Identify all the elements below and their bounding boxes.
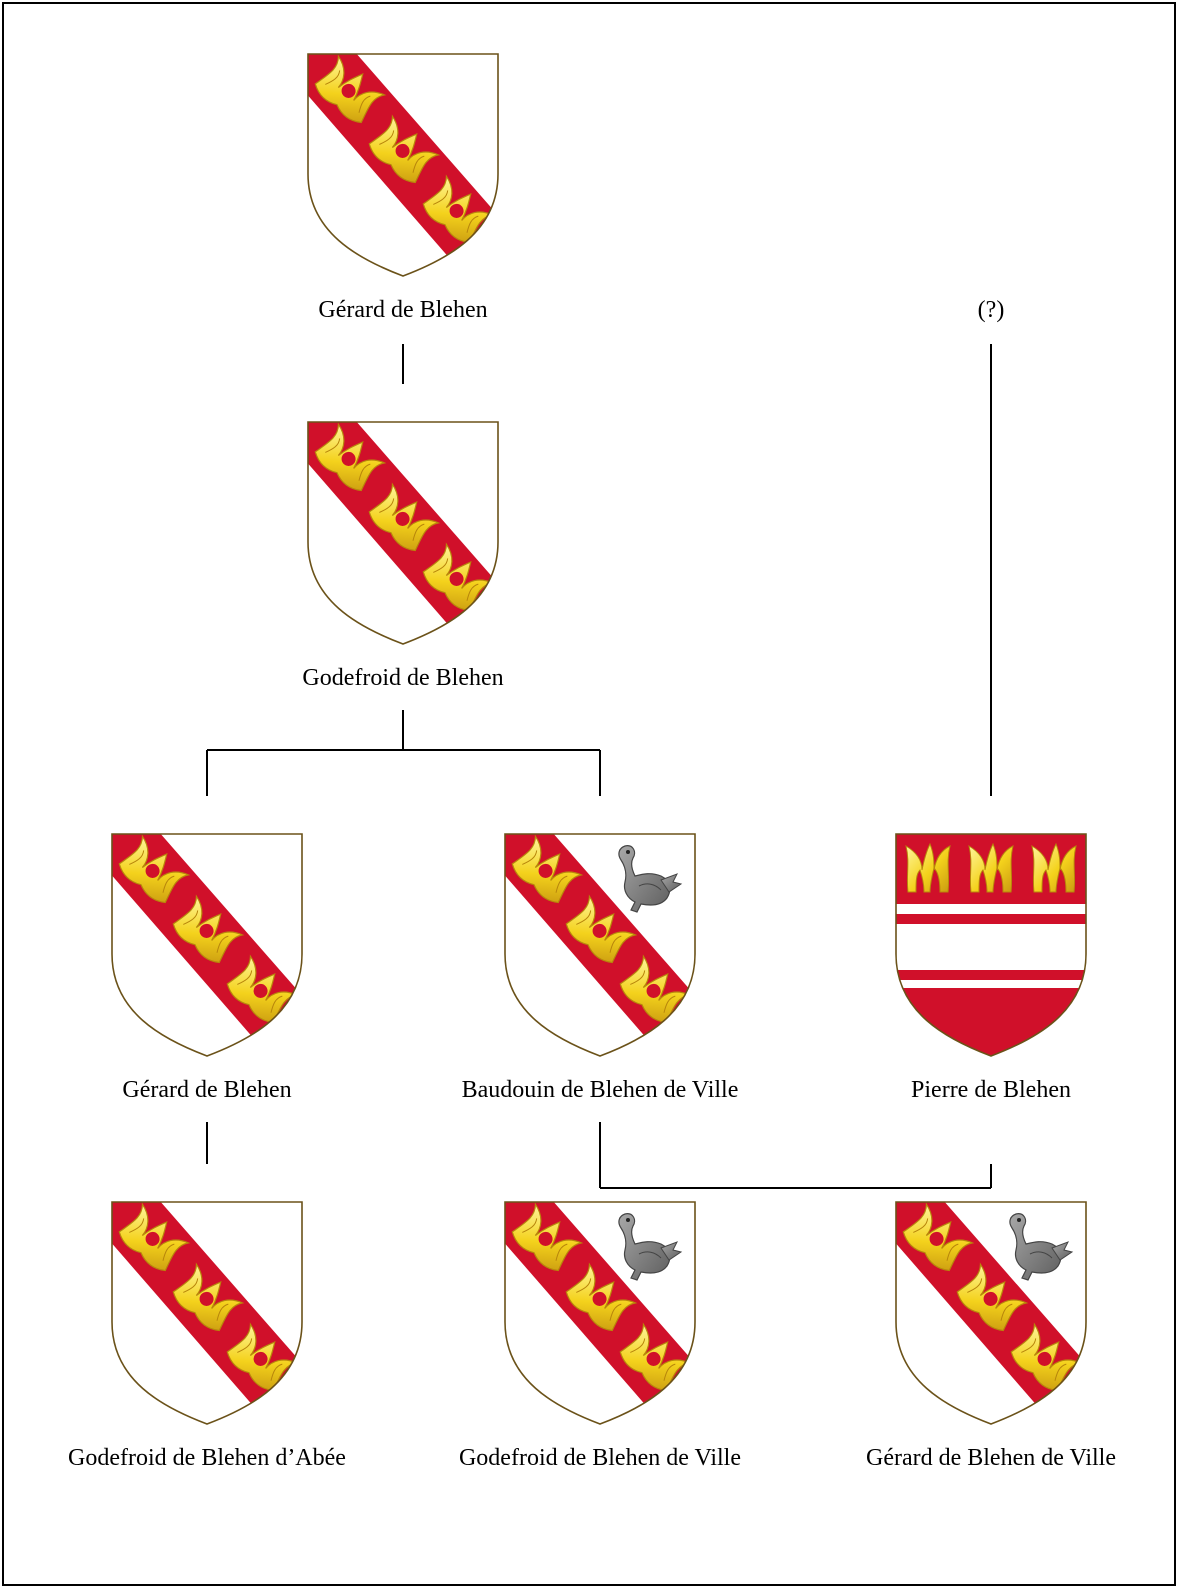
flame-charge-icon bbox=[118, 1202, 191, 1272]
flame-charge-icon bbox=[619, 1322, 692, 1392]
coat-of-arms-gerard-1 bbox=[307, 53, 499, 277]
coat-of-arms-pierre bbox=[895, 833, 1087, 1057]
flame-charge-icon bbox=[511, 1202, 584, 1272]
flame-charge-icon bbox=[172, 894, 245, 964]
shield-outline bbox=[895, 833, 1087, 1057]
person-name-gerard-ville: Gérard de Blehen de Ville bbox=[865, 1445, 1117, 1471]
flame-charge-icon bbox=[368, 482, 441, 552]
coat-of-arms-godefroid-ville bbox=[504, 1201, 696, 1425]
shield-outline bbox=[111, 833, 303, 1057]
shield-outline bbox=[307, 421, 499, 645]
family-tree bbox=[111, 53, 1087, 1425]
bar-gules bbox=[896, 914, 1086, 924]
edge-baudouin bbox=[599, 1122, 992, 1189]
flame-charge-icon bbox=[368, 114, 441, 184]
flame-charge-icon bbox=[1010, 1322, 1083, 1392]
coat-of-arms-baudouin bbox=[504, 833, 696, 1057]
person-name-gerard-2: Gérard de Blehen bbox=[122, 1077, 292, 1103]
bird-charge-icon bbox=[618, 1213, 683, 1281]
flame-charge-icon bbox=[422, 174, 495, 244]
flame-charge-icon bbox=[314, 54, 387, 124]
edge-godefroid-1 bbox=[206, 710, 601, 796]
bird-charge-icon bbox=[1009, 1213, 1074, 1281]
flame-charge-icon bbox=[1031, 842, 1077, 893]
shield-outline bbox=[111, 1201, 303, 1425]
shield-outline bbox=[504, 833, 696, 1057]
coat-of-arms-godefroid-1 bbox=[307, 421, 499, 645]
person-name-pierre: Pierre de Blehen bbox=[911, 1077, 1071, 1103]
flame-charge-icon bbox=[226, 954, 299, 1024]
person-name-godefroid-abee: Godefroid de Blehen d’Abée bbox=[68, 1445, 346, 1471]
coat-of-arms-gerard-ville bbox=[895, 1201, 1087, 1425]
flame-charge-icon bbox=[118, 834, 191, 904]
flame-charge-icon bbox=[226, 1322, 299, 1392]
person-name-unknown: (?) bbox=[977, 297, 1005, 323]
flame-charge-icon bbox=[565, 1262, 638, 1332]
shield-outline bbox=[504, 1201, 696, 1425]
flame-charge-icon bbox=[956, 1262, 1029, 1332]
flame-charge-icon bbox=[172, 1262, 245, 1332]
flame-charge-icon bbox=[422, 542, 495, 612]
coat-of-arms-godefroid-abee bbox=[111, 1201, 303, 1425]
flame-charge-icon bbox=[511, 834, 584, 904]
person-name-godefroid-ville: Godefroid de Blehen de Ville bbox=[458, 1445, 742, 1471]
coat-of-arms-gerard-2 bbox=[111, 833, 303, 1057]
bird-charge-icon bbox=[618, 845, 683, 913]
shield-outline bbox=[307, 53, 499, 277]
flame-charge-icon bbox=[619, 954, 692, 1024]
flame-charge-icon bbox=[314, 422, 387, 492]
person-name-baudouin: Baudouin de Blehen de Ville bbox=[461, 1077, 739, 1103]
flame-charge-icon bbox=[968, 842, 1014, 893]
person-name-gerard-1: Gérard de Blehen bbox=[318, 297, 488, 323]
flame-charge-icon bbox=[565, 894, 638, 964]
bar-gules bbox=[896, 970, 1086, 980]
flame-charge-icon bbox=[905, 842, 951, 893]
flame-charge-icon bbox=[902, 1202, 975, 1272]
person-name-godefroid-1: Godefroid de Blehen bbox=[302, 665, 504, 691]
shield-outline bbox=[895, 1201, 1087, 1425]
